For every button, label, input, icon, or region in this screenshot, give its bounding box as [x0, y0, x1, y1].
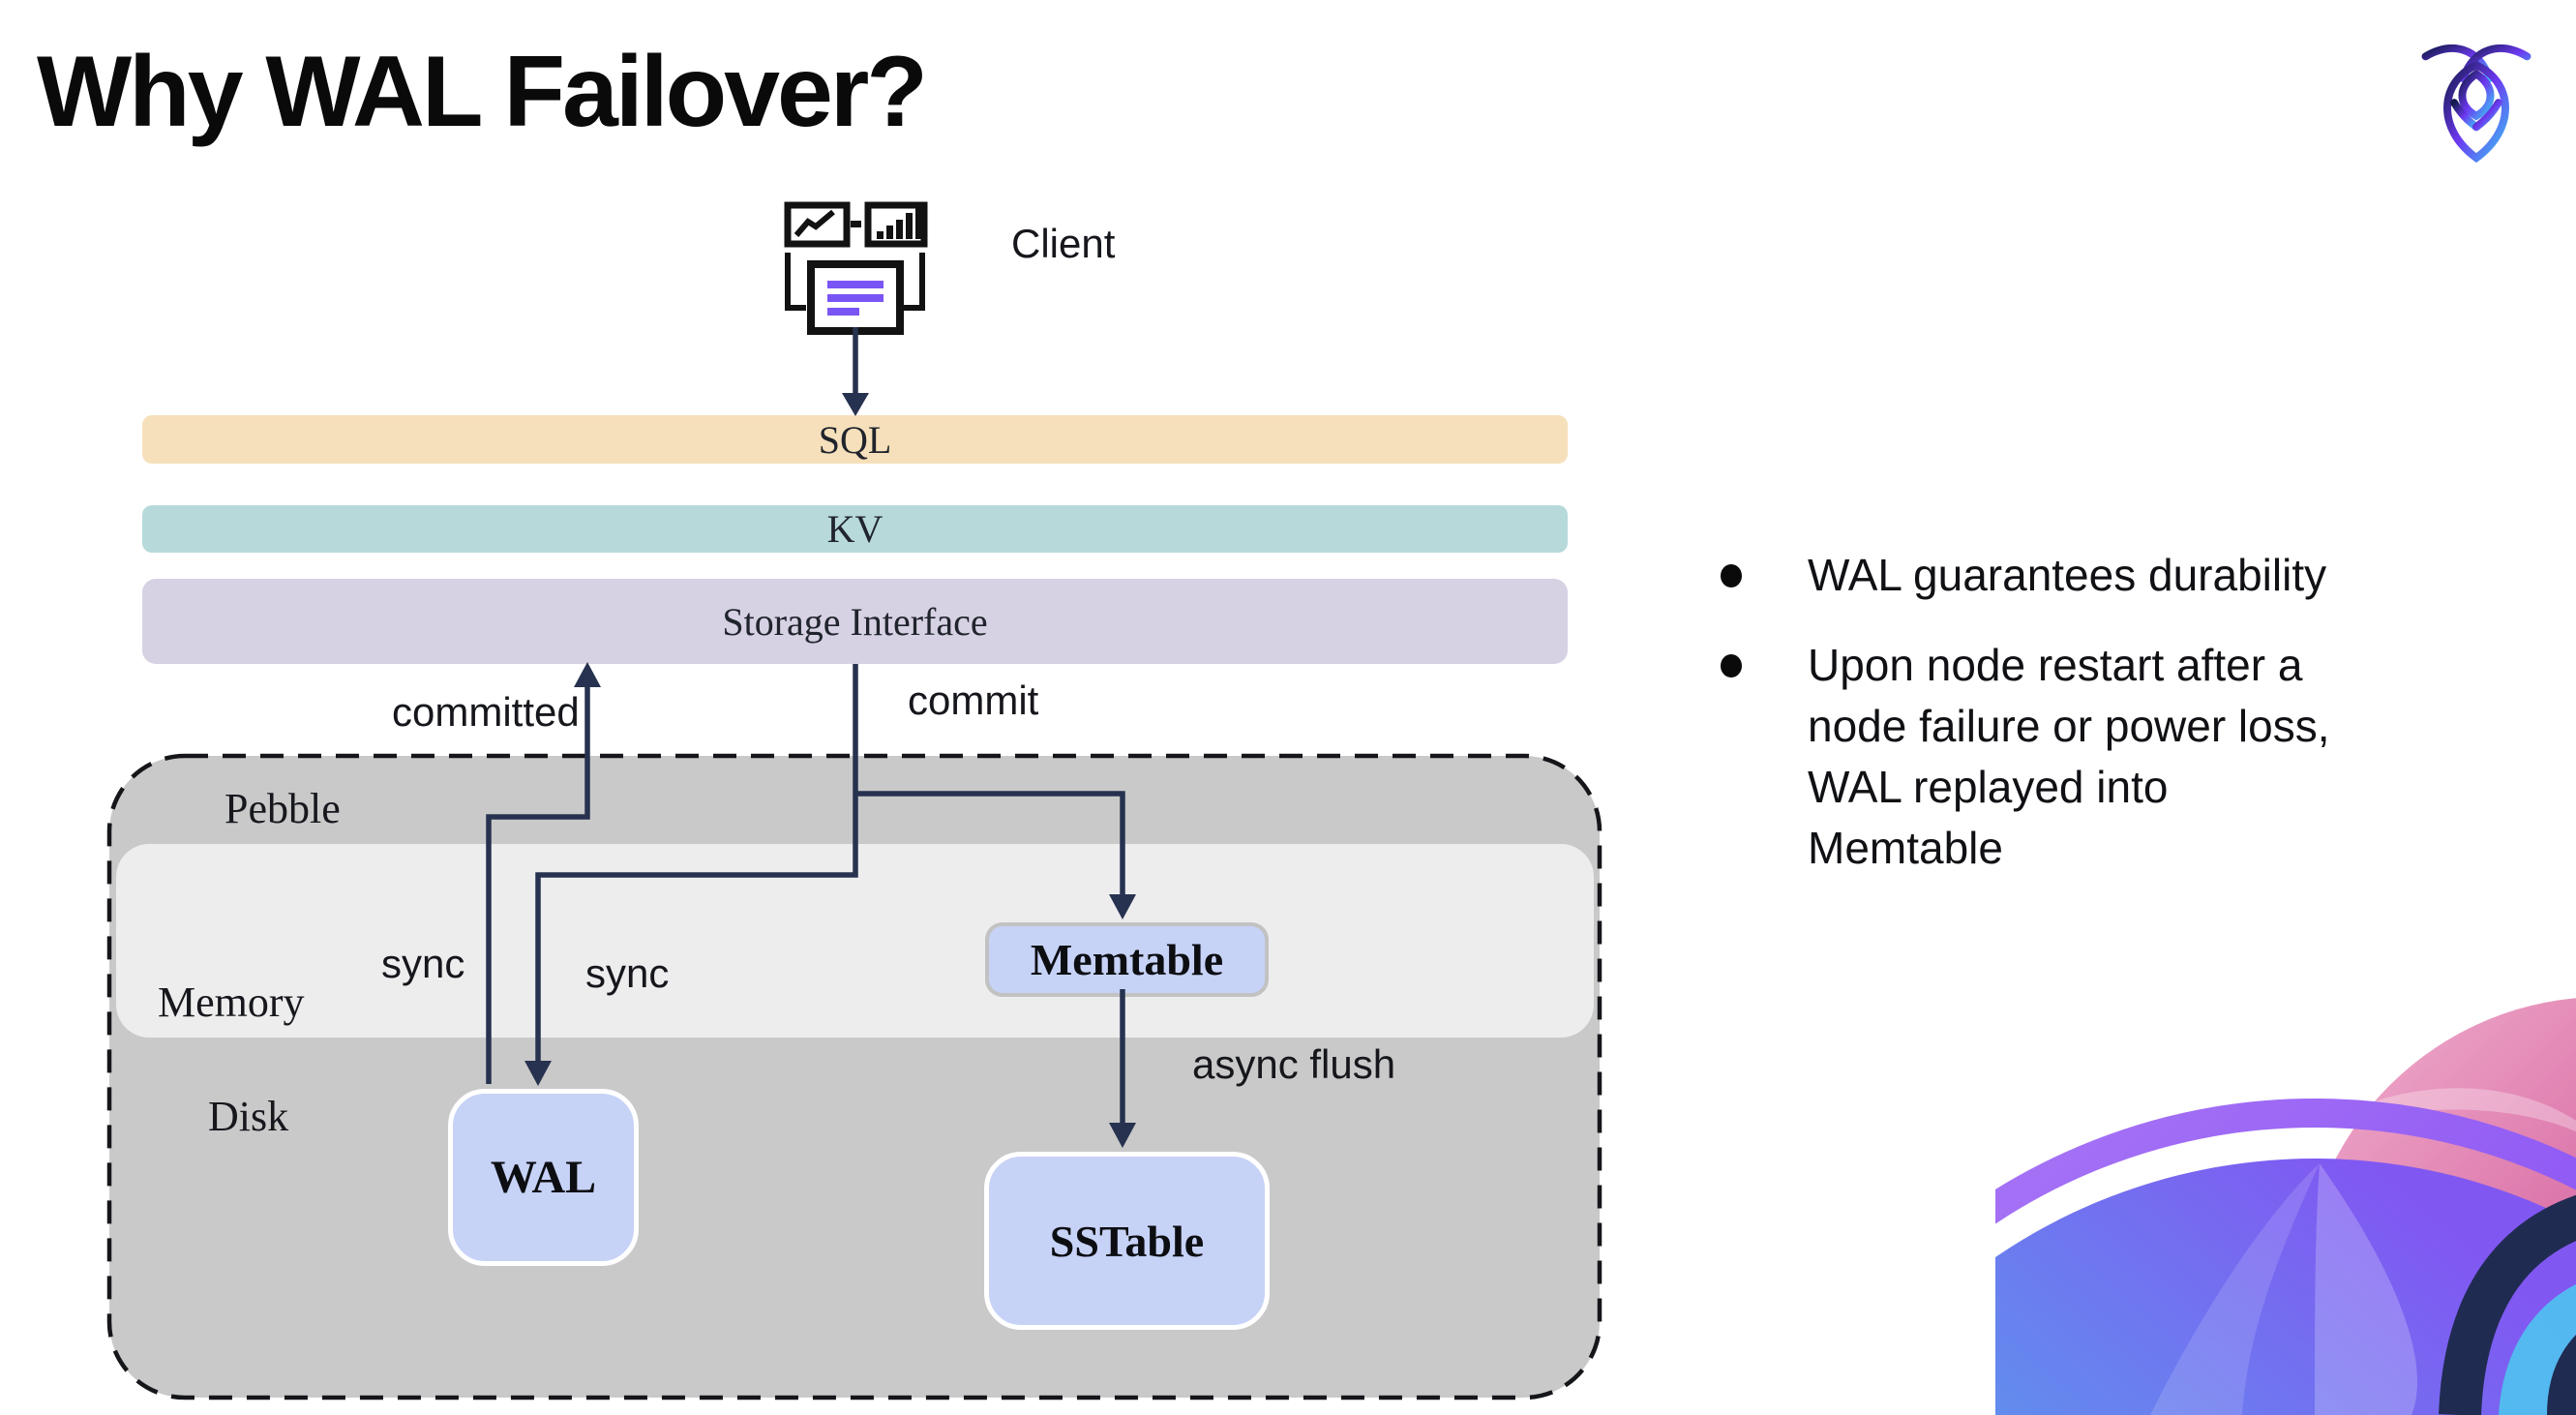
client-arrowhead [842, 393, 869, 416]
cockroachdb-logo-icon [2421, 45, 2531, 163]
line-chart-icon [784, 201, 851, 248]
layer-bar-sql: SQL [142, 415, 1568, 464]
layer-label-storage-interface: Storage Interface [722, 599, 988, 644]
memtable-label: Memtable [1030, 935, 1224, 984]
pink-highlight [2324, 1088, 2576, 1132]
bullet-list: WAL guarantees durability Upon node rest… [1684, 545, 2361, 908]
async-flush-edge-label: async flush [1192, 1041, 1396, 1087]
layer-label-sql: SQL [818, 417, 892, 462]
layer-label-kv: KV [826, 507, 884, 551]
sphere-petal-highlight [2150, 1163, 2320, 1415]
dash-connector [851, 221, 861, 227]
navy-curve-stroke [2547, 1335, 2576, 1415]
bracket-icons [785, 253, 925, 311]
bar-chart-glyph [877, 208, 922, 239]
page-title: Why WAL Failover? [37, 36, 928, 148]
purple-ring [1995, 1099, 2576, 1224]
layer-bar-storage-interface: Storage Interface [142, 579, 1568, 664]
sstable-box: SSTable [984, 1152, 1270, 1330]
bullet-item: Upon node restart after a node failure o… [1684, 635, 2361, 879]
client-icon [784, 201, 928, 335]
client-label: Client [1011, 221, 1116, 266]
sphere-petal-highlight [2315, 1163, 2417, 1415]
bullet-item: WAL guarantees durability [1684, 545, 2361, 606]
line-chart-glyph [794, 209, 835, 237]
layer-bar-kv: KV [142, 505, 1568, 553]
blue-sphere [1995, 1159, 2576, 1415]
memtable-box: Memtable [985, 922, 1269, 997]
wal-box: WAL [448, 1089, 639, 1266]
sync-left-edge-label: sync [381, 941, 465, 986]
decorative-brand-graphic [1995, 998, 2576, 1415]
wal-label: WAL [490, 1152, 597, 1203]
memory-band [116, 844, 1594, 1038]
pebble-label: Pebble [225, 785, 341, 832]
committed-edge-label: committed [392, 689, 580, 735]
commit-edge-label: commit [908, 677, 1039, 723]
document-text-lines [827, 281, 884, 316]
sstable-label: SSTable [1049, 1216, 1205, 1266]
navy-curve-stroke [2439, 1194, 2576, 1415]
sync-right-edge-label: sync [585, 950, 670, 996]
committed-arrowhead [574, 662, 601, 687]
disk-label: Disk [208, 1093, 289, 1140]
memory-label: Memory [158, 978, 305, 1026]
